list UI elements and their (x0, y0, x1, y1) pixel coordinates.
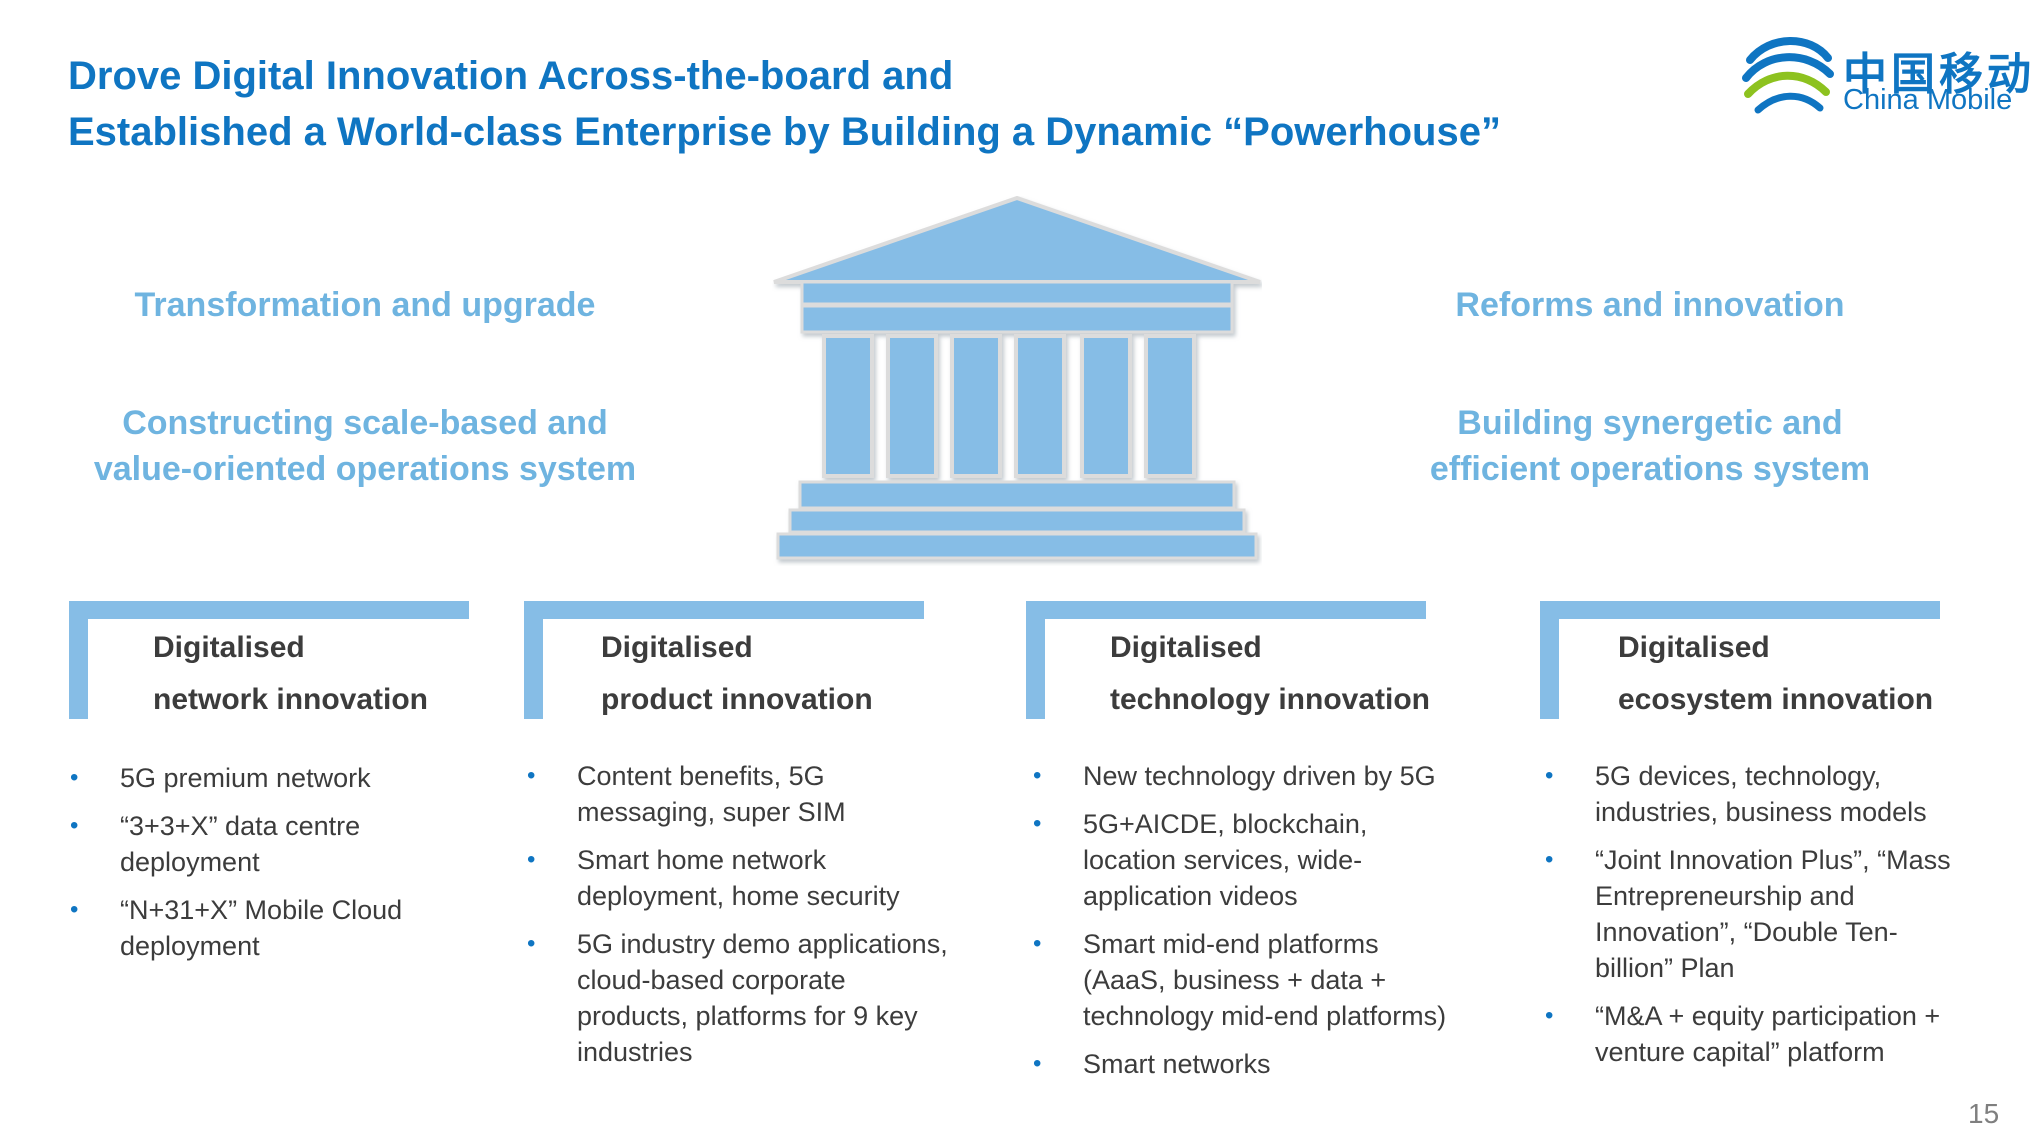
pillar-heading-line-1: Digitalised (153, 631, 305, 664)
pillar-bracket-network (69, 601, 469, 719)
page-title: Drove Digital Innovation Across-the-boar… (68, 48, 1568, 160)
pillar-heading-line-2: technology innovation (1110, 683, 1430, 716)
pillar-list-ecosystem: •5G devices, technology, industries, bus… (1545, 758, 1965, 1082)
theme-right-bottom-line-1: Building synergetic and (1457, 404, 1843, 442)
pillar-heading-line-1: Digitalised (1110, 631, 1262, 664)
bullet-dot-icon: • (70, 896, 79, 923)
pillar-list-product: •Content benefits, 5G messaging, super S… (527, 758, 957, 1082)
list-item: •Content benefits, 5G messaging, super S… (527, 758, 957, 830)
bullet-dot-icon: • (527, 762, 536, 789)
list-item: •Smart mid-end platforms (AaaS, business… (1033, 926, 1463, 1034)
page-number: 15 (1968, 1098, 2000, 1129)
bullet-dot-icon: • (527, 930, 536, 957)
theme-right-bottom-line-2: efficient operations system (1429, 450, 1871, 488)
pillar-heading-line-1: Digitalised (601, 631, 753, 664)
pillar-bracket-product (524, 601, 924, 719)
list-item: •“3+3+X” data centre deployment (70, 808, 460, 880)
pillar-bracket-technology (1026, 601, 1426, 719)
bullet-dot-icon: • (527, 846, 536, 873)
pillar-heading-line-2: network innovation (153, 683, 429, 716)
theme-left-bottom-line-1: Constructing scale-based and (122, 404, 608, 442)
bullet-dot-icon: • (1033, 1050, 1042, 1077)
theme-left-top: Transformation and upgrade (134, 286, 596, 324)
pillar-heading-network: Digitalised network innovation (153, 622, 428, 726)
bullet-dot-icon: • (1545, 1002, 1554, 1029)
list-item: •“N+31+X” Mobile Cloud deployment (70, 892, 460, 964)
theme-right-top: Reforms and innovation (1455, 286, 1845, 324)
list-item: •Smart networks (1033, 1046, 1463, 1082)
pillar-heading-product: Digitalised product innovation (601, 622, 873, 726)
list-item: •5G industry demo applications, cloud-ba… (527, 926, 957, 1070)
list-item: •5G devices, technology, industries, bus… (1545, 758, 1965, 830)
theme-right-bottom: Building synergetic and efficient operat… (1380, 400, 1920, 492)
pillar-heading-technology: Digitalised technology innovation (1110, 622, 1430, 726)
list-item: •New technology driven by 5G (1033, 758, 1463, 794)
bullet-dot-icon: • (70, 764, 79, 791)
pillar-list-network: •5G premium network •“3+3+X” data centre… (70, 760, 460, 976)
pillar-heading-line-1: Digitalised (1618, 631, 1770, 664)
list-item: •“Joint Innovation Plus”, “Mass Entrepre… (1545, 842, 1965, 986)
list-item: •5G premium network (70, 760, 460, 796)
list-item: •5G+AICDE, blockchain, location services… (1033, 806, 1463, 914)
logo-english-text: China Mobile (1843, 84, 2013, 116)
theme-left-bottom: Constructing scale-based and value-orien… (60, 400, 670, 492)
list-item: •“M&A + equity participation + venture c… (1545, 998, 1965, 1070)
list-item: •Smart home network deployment, home sec… (527, 842, 957, 914)
bullet-dot-icon: • (70, 812, 79, 839)
china-mobile-logo-icon (1742, 37, 1834, 114)
powerhouse-temple-icon (773, 196, 1261, 560)
theme-left-bottom-line-2: value-oriented operations system (93, 450, 637, 488)
pillar-bracket-ecosystem (1540, 601, 1940, 719)
bullet-dot-icon: • (1545, 846, 1554, 873)
bullet-dot-icon: • (1033, 762, 1042, 789)
pillar-list-technology: •New technology driven by 5G •5G+AICDE, … (1033, 758, 1463, 1094)
title-line-1: Drove Digital Innovation Across-the-boar… (68, 54, 954, 98)
logo-chinese-text: 中国移动 (1843, 50, 2035, 99)
pillar-heading-line-2: ecosystem innovation (1618, 683, 1934, 716)
bullet-dot-icon: • (1033, 930, 1042, 957)
bullet-dot-icon: • (1545, 762, 1554, 789)
pillar-heading-ecosystem: Digitalised ecosystem innovation (1618, 622, 1933, 726)
title-line-2: Established a World-class Enterprise by … (68, 110, 1501, 154)
bullet-dot-icon: • (1033, 810, 1042, 837)
pillar-heading-line-2: product innovation (601, 683, 873, 716)
